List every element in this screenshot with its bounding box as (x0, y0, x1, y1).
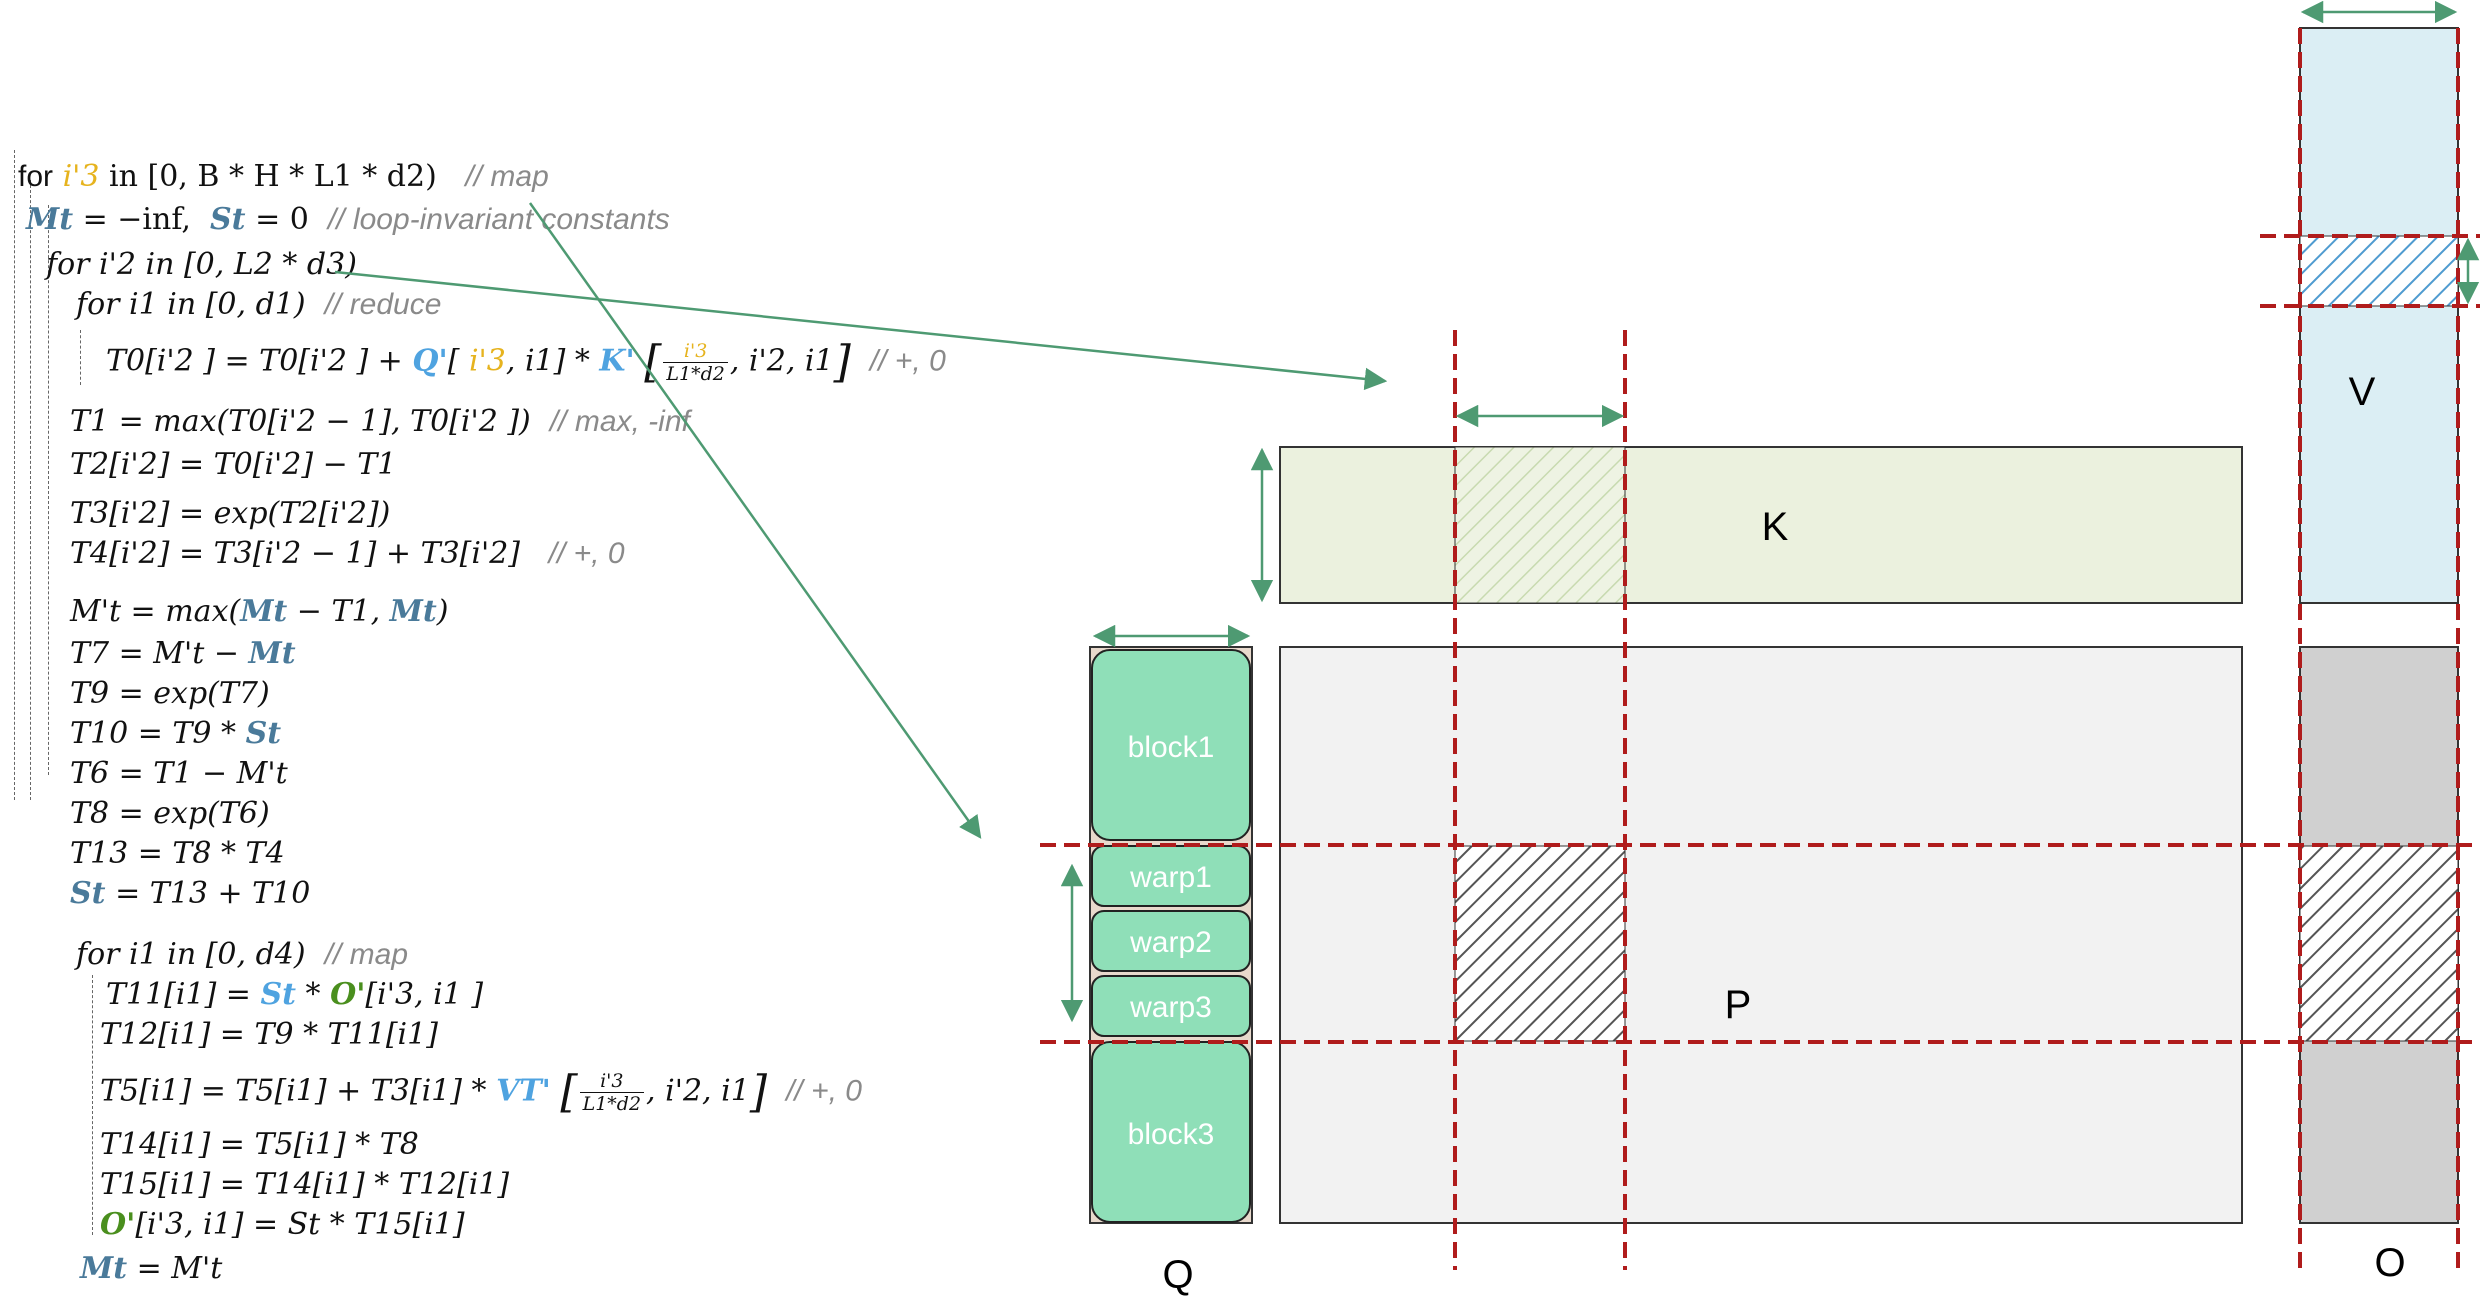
code-line-16: T13 = T8 * T4 (70, 836, 285, 871)
code-line-4: for i1 in [0, d1) // reduce (76, 287, 442, 322)
q-warp1-label: warp1 (1129, 861, 1212, 894)
q-block3-label: block3 (1128, 1118, 1215, 1151)
code-line-14: T6 = T1 − M't (70, 756, 288, 791)
code-line-17: St = T13 + T10 (70, 876, 311, 911)
code-line-2: Mt = −inf, St = 0 // loop-invariant cons… (26, 202, 670, 237)
code-line-25: Mt = M't (80, 1251, 223, 1286)
o-tile-hatched (2299, 845, 2459, 1042)
k-tile-hatched (1454, 446, 1626, 604)
code-line-5: T0[i'2 ] = T0[i'2 ] + Q'[ i'3, i1] * K' … (106, 336, 946, 388)
indent-guide (92, 975, 93, 1235)
label-o: O (2374, 1241, 2405, 1285)
code-line-15: T8 = exp(T6) (70, 796, 270, 831)
code-line-7: T2[i'2] = T0[i'2] − T1 (70, 447, 397, 482)
q-warp3-label: warp3 (1129, 991, 1212, 1024)
label-q: Q (1162, 1253, 1193, 1297)
code-line-22: T14[i1] = T5[i1] * T8 (100, 1127, 419, 1162)
p-matrix (1279, 646, 2243, 1224)
q-warp2-label: warp2 (1129, 926, 1212, 959)
code-line-6: T1 = max(T0[i'2 − 1], T0[i'2 ]) // max, … (70, 404, 690, 439)
code-line-10: M't = max(Mt − T1, Mt) (70, 594, 449, 629)
code-line-20: T12[i1] = T9 * T11[i1] (100, 1017, 438, 1052)
code-line-8: T3[i'2] = exp(T2[i'2]) (70, 496, 391, 531)
code-line-3: for i'2 in [0, L2 * d3) (46, 247, 357, 282)
q-block1-label: block1 (1128, 731, 1215, 764)
q-block1 (1091, 649, 1251, 841)
q-warp3 (1091, 975, 1251, 1037)
label-v: V (2349, 370, 2376, 414)
label-k: K (1762, 505, 1789, 549)
v-tile-hatched (2299, 235, 2459, 307)
q-warp2 (1091, 910, 1251, 972)
v-matrix (2299, 27, 2459, 604)
indent-guide (48, 205, 49, 775)
code-line-19: T11[i1] = St * O'[i'3, i1 ] (106, 977, 484, 1012)
code-line-24: O'[i'3, i1] = St * T15[i1] (100, 1207, 465, 1242)
indent-guide (80, 330, 81, 385)
k-matrix (1279, 446, 2243, 604)
code-line-23: T15[i1] = T14[i1] * T12[i1] (100, 1167, 510, 1202)
dimension-arrows (334, 0, 2480, 1023)
code-panel: for i'3 in [0, B * H * L1 * d2) // map M… (0, 0, 1000, 1308)
code-line-1: for i'3 in [0, B * H * L1 * d2) // map (18, 159, 549, 194)
p-tile-hatched (1454, 845, 1626, 1042)
indent-guide (30, 180, 31, 800)
indent-guide (14, 150, 15, 800)
code-line-18: for i1 in [0, d4) // map (76, 937, 409, 972)
label-p: P (1725, 983, 1752, 1027)
code-line-9: T4[i'2] = T3[i'2 − 1] + T3[i'2] // +, 0 (70, 536, 625, 571)
code-line-11: T7 = M't − Mt (70, 636, 296, 671)
code-line-13: T10 = T9 * St (70, 716, 282, 751)
red-dashed-guides (1040, 28, 2480, 1270)
code-line-12: T9 = exp(T7) (70, 676, 270, 711)
